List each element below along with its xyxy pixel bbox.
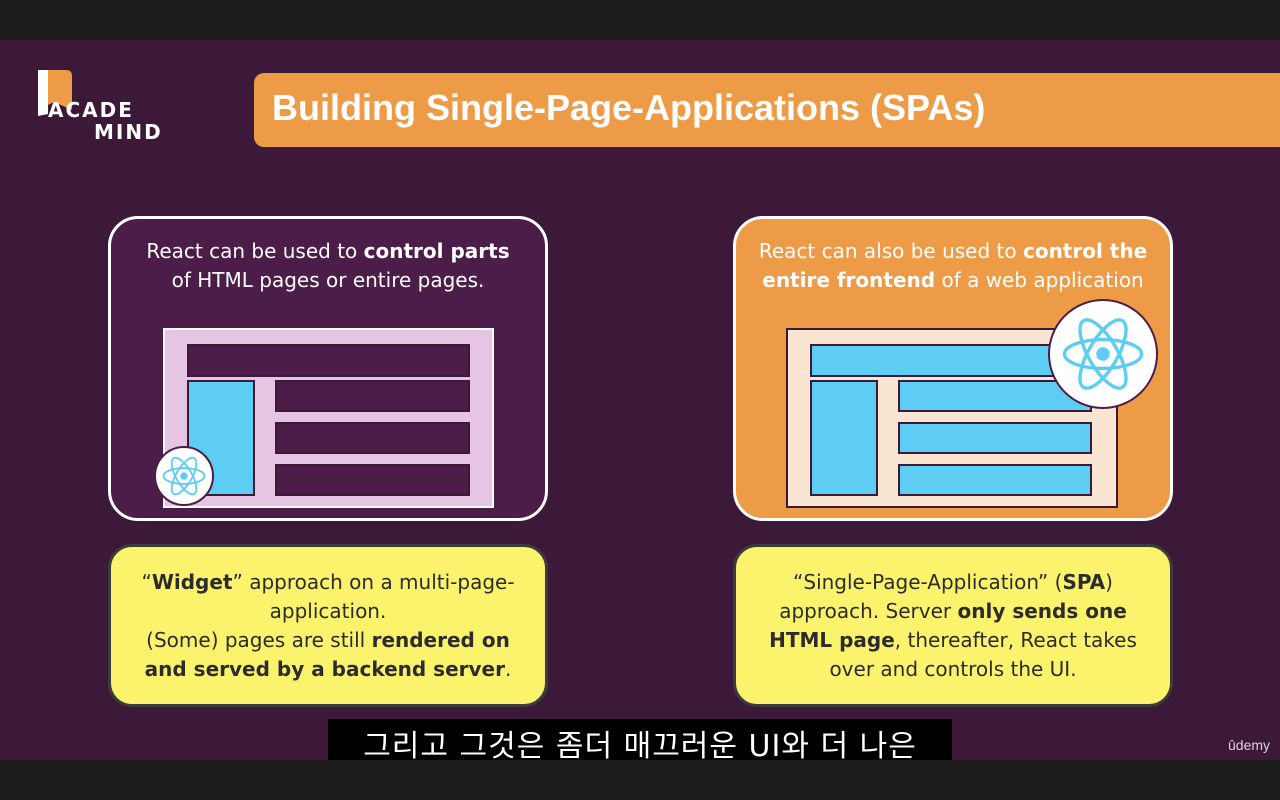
widget-note-text: “Widget” approach on a multi-page-applic… <box>123 568 533 684</box>
mockup-header-block <box>810 344 1092 377</box>
video-letterbox-top <box>0 0 1280 40</box>
logo-flag-icon <box>38 70 72 116</box>
spa-note-part3: , thereafter, React takes over and contr… <box>829 628 1137 681</box>
spa-note-bold-one-page: only sends one HTML page <box>769 599 1127 652</box>
mockup-content-block <box>275 422 470 454</box>
widget-note-bold-backend: rendered on and served by a backend serv… <box>144 628 510 681</box>
logo-text-acade: ACADE <box>48 98 134 122</box>
video-letterbox-bottom <box>0 760 1280 800</box>
mockup-content-block <box>898 422 1092 454</box>
mockup-content-block <box>275 380 470 412</box>
logo-text-mind: MIND <box>94 120 163 144</box>
spa-note-part1: “Single-Page-Application” ( <box>793 570 1063 594</box>
spa-box-text-suffix: of a web application <box>935 268 1144 292</box>
widget-note-line2: (Some) pages are still <box>146 628 372 652</box>
react-logo-small-icon <box>154 446 214 506</box>
spa-approach-note: “Single-Page-Application” (SPA) approach… <box>733 544 1173 707</box>
title-banner: Building Single-Page-Applications (SPAs) <box>254 73 1280 147</box>
slide-title: Building Single-Page-Applications (SPAs) <box>272 87 986 128</box>
widget-box-text-prefix: React can be used to <box>146 239 364 263</box>
widget-note-line1: ” approach on a multi-page-application. <box>232 570 515 623</box>
mockup-header-block <box>187 344 470 377</box>
react-logo-large-icon <box>1048 299 1158 409</box>
widget-box-text: React can be used to control parts of HT… <box>121 237 535 295</box>
spa-box-text: React can also be used to control the en… <box>746 237 1160 295</box>
widget-note-bold-widget: Widget <box>151 570 233 594</box>
spa-box-text-bold: control the entire frontend <box>762 239 1148 292</box>
widget-note-quote: “ <box>141 570 152 594</box>
mockup-content-block <box>898 464 1092 496</box>
widget-box-text-suffix: of HTML pages or entire pages. <box>171 268 485 292</box>
spa-box-text-prefix: React can also be used to <box>758 239 1023 263</box>
spa-note-bold-spa: SPA <box>1062 570 1106 594</box>
widget-box-text-bold: control parts <box>363 239 510 263</box>
subtitle-text: 그리고 그것은 좀더 매끄러운 UI와 더 나은 <box>363 729 917 760</box>
spa-note-part2: ) approach. Server <box>779 570 1113 623</box>
video-subtitle: 그리고 그것은 좀더 매끄러운 UI와 더 나은 <box>328 719 952 760</box>
academind-logo: ACADE MIND <box>34 70 164 150</box>
spa-note-text: “Single-Page-Application” (SPA) approach… <box>748 568 1158 684</box>
widget-note-end: . <box>504 657 512 681</box>
slide: ACADE MIND Building Single-Page-Applicat… <box>0 40 1280 760</box>
spa-page-mockup <box>786 328 1118 508</box>
widget-approach-note: “Widget” approach on a multi-page-applic… <box>108 544 548 707</box>
mockup-content-block <box>275 464 470 496</box>
mockup-sidebar-block <box>810 380 878 496</box>
udemy-watermark: ûdemy <box>1228 737 1271 753</box>
